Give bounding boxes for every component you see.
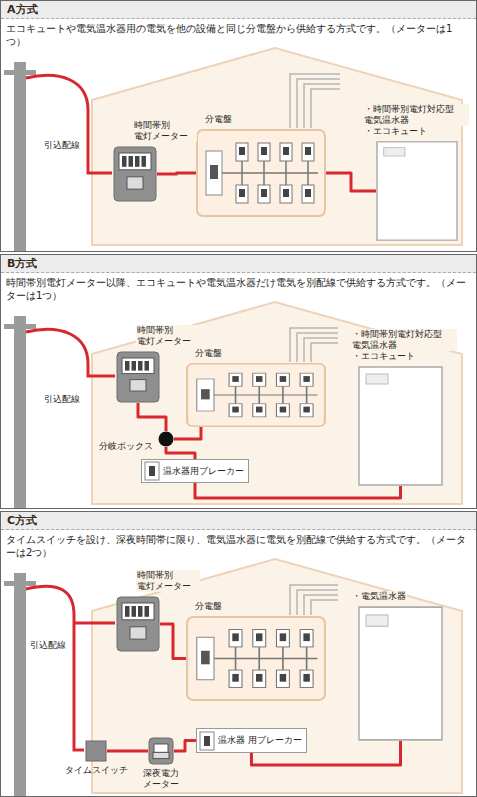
night-meter-icon bbox=[148, 737, 174, 765]
meter-node: 時間帯別 電灯メーター bbox=[116, 596, 160, 652]
breaker-node: 温水器用ブレーカー bbox=[141, 459, 249, 483]
panel-c-art bbox=[4, 559, 462, 796]
wire-connector bbox=[160, 624, 186, 659]
branch-label-wrap: 分岐ボックス bbox=[98, 441, 154, 452]
panel-description: エコキュートや電気温水器用の電気を他の設備と同じ分電盤から供給する方式です。（メ… bbox=[1, 19, 476, 51]
heater-node: ・電気温水器 bbox=[358, 606, 443, 741]
heater-label: ・時間帯別電灯対応型 電気温水器 bbox=[363, 104, 469, 126]
meter-icon bbox=[116, 351, 160, 403]
dist-node: 分電盤 bbox=[196, 129, 326, 217]
panel-description: 時間帯別電灯メーター以降、エコキュートや電気温水器だけ電気を別配線で供給する方式… bbox=[1, 273, 476, 305]
water-heater-icon bbox=[376, 141, 458, 241]
dist-node: 分電盤 bbox=[186, 363, 326, 427]
meter-node: 時間帯別 電灯メーター bbox=[116, 351, 160, 403]
header-bar: C方式 bbox=[1, 512, 476, 530]
breaker-node: 温水器 用ブレーカー bbox=[196, 728, 307, 753]
time-switch-icon bbox=[85, 740, 107, 762]
heater-label: ・エコキュート bbox=[351, 351, 416, 362]
wire-connector bbox=[174, 741, 196, 752]
wire-connector bbox=[326, 173, 376, 191]
meter-node: 時間帯別 電灯メーター bbox=[113, 146, 157, 202]
heater-label: ・時間帯別電灯対応型 電気温水器 bbox=[351, 329, 457, 351]
panel-title: C方式 bbox=[7, 514, 470, 528]
heater-node: ・時間帯別電灯対応型 電気温水器・エコキュート bbox=[358, 366, 443, 486]
wire-connector bbox=[138, 403, 166, 431]
shape-label: ・時間帯別電灯対応型 電気温水器・エコキュート bbox=[363, 104, 469, 137]
water-heater-icon bbox=[358, 606, 443, 741]
dist-node: 分電盤 bbox=[186, 616, 326, 701]
panel-node: B方式時間帯別電灯メーター以降、エコキュートや電気温水器だけ電気を別配線で供給す… bbox=[0, 254, 477, 509]
breaker-icon bbox=[199, 731, 215, 751]
wire-connector bbox=[166, 447, 195, 459]
ts-node: タイムスイッチ bbox=[85, 740, 107, 762]
wire-connector bbox=[157, 173, 196, 174]
panel-title: A方式 bbox=[7, 3, 470, 17]
distribution-panel-icon bbox=[196, 129, 326, 217]
panel-b-art bbox=[4, 302, 462, 508]
meter-label: 時間帯別 電灯メーター bbox=[136, 325, 200, 347]
breaker-icon bbox=[144, 461, 160, 481]
panel-label: 分電盤 bbox=[194, 601, 223, 612]
wire-connector bbox=[174, 427, 201, 439]
branch-label: 分岐ボックス bbox=[98, 441, 154, 451]
shape-label: ・電気温水器 bbox=[351, 591, 407, 602]
time-switch-label: タイムスイッチ bbox=[65, 765, 128, 776]
breaker-label: 温水器 用ブレーカー bbox=[218, 734, 302, 747]
meter-icon bbox=[116, 596, 160, 652]
shape-label: 分電盤 bbox=[194, 348, 223, 359]
shape-label: 時間帯別 電灯メーター bbox=[136, 325, 200, 347]
panel-node: C方式タイムスイッチを設け、深夜時間帯に限り、電気温水器に電気を別配線で供給する… bbox=[0, 511, 477, 797]
header-bar: A方式 bbox=[1, 1, 476, 19]
below-label-wrap: 深夜電力 メーター bbox=[138, 768, 184, 790]
shape-label: 時間帯別 電灯メーター bbox=[136, 570, 200, 592]
panel-label: 分電盤 bbox=[204, 114, 233, 125]
panel-label: 分電盤 bbox=[194, 348, 223, 359]
panel-node: A方式エコキュートや電気温水器用の電気を他の設備と同じ分電盤から供給する方式です… bbox=[0, 0, 477, 252]
heater-label: ・電気温水器 bbox=[351, 591, 407, 602]
distribution-panel-icon bbox=[186, 616, 326, 701]
panel-title: B方式 bbox=[7, 257, 470, 271]
distribution-panel-icon bbox=[186, 363, 326, 427]
branch-node: 分岐ボックス bbox=[158, 431, 174, 447]
water-heater-icon bbox=[358, 366, 443, 486]
branch-box-icon bbox=[158, 431, 174, 447]
shape-label: 時間帯別 電灯メーター bbox=[133, 120, 197, 142]
meter-label: 時間帯別 電灯メーター bbox=[133, 120, 197, 142]
night-meter-label: 深夜電力 メーター bbox=[138, 768, 184, 790]
shape-label: 分電盤 bbox=[204, 114, 233, 125]
meter-icon bbox=[113, 146, 157, 202]
panel-description: タイムスイッチを設け、深夜時間帯に限り、電気温水器に電気を別配線で供給する方式で… bbox=[1, 530, 476, 562]
wire-label: 引込配線 bbox=[44, 140, 80, 151]
shape-label: ・時間帯別電灯対応型 電気温水器・エコキュート bbox=[351, 329, 457, 362]
heater-label: ・エコキュート bbox=[363, 126, 428, 137]
shape-label: 分電盤 bbox=[194, 601, 223, 612]
header-bar: B方式 bbox=[1, 255, 476, 273]
below-label-wrap: タイムスイッチ bbox=[65, 765, 128, 776]
panel-a-art bbox=[4, 48, 462, 251]
wire-label: 引込配線 bbox=[44, 394, 80, 405]
nm-node: 深夜電力 メーター bbox=[148, 737, 174, 765]
breaker-label: 温水器用ブレーカー bbox=[163, 465, 244, 478]
wire-connector bbox=[107, 750, 148, 753]
wire-label: 引込配線 bbox=[30, 640, 66, 651]
meter-label: 時間帯別 電灯メーター bbox=[136, 570, 200, 592]
heater-node: ・時間帯別電灯対応型 電気温水器・エコキュート bbox=[376, 141, 458, 241]
